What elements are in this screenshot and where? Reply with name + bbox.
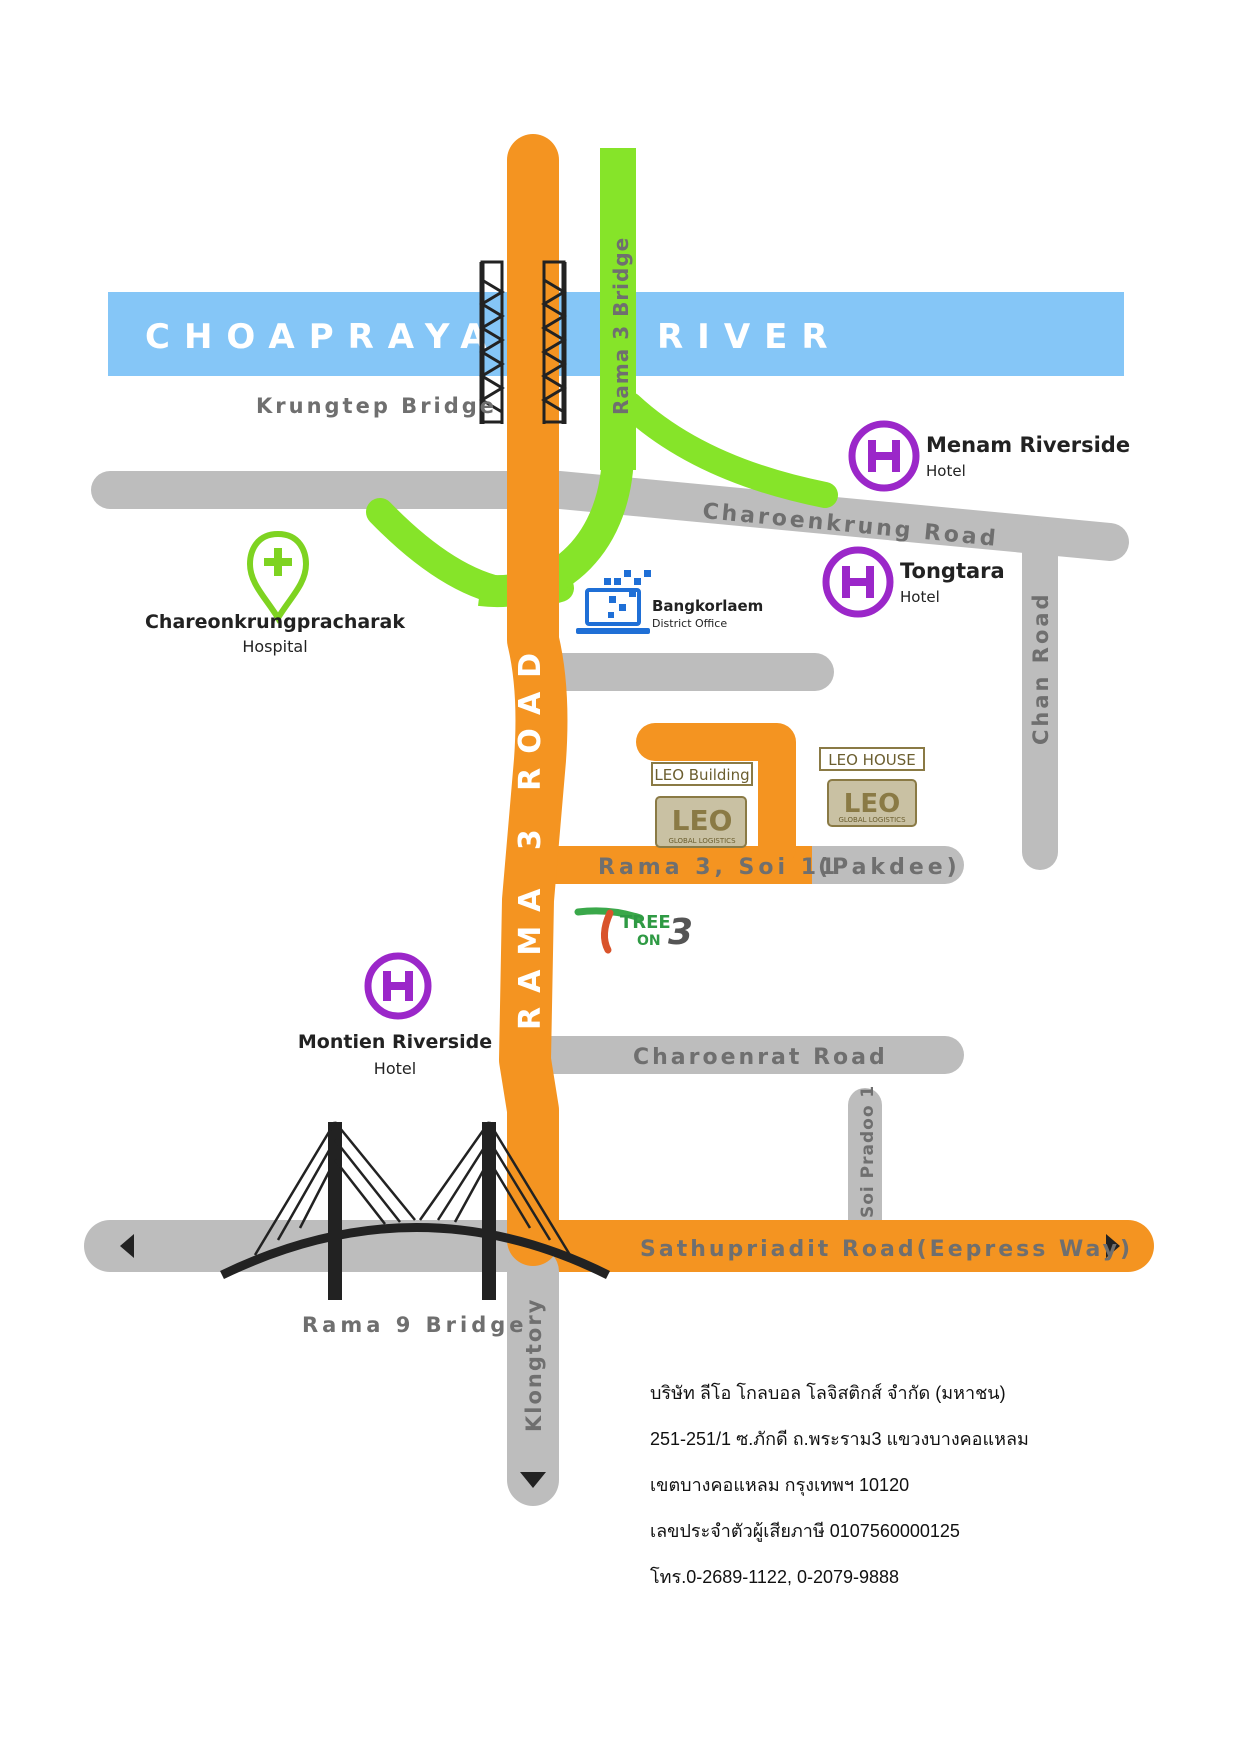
district-office-name: Bangkorlaem xyxy=(652,597,763,615)
montien-hotel-sub: Hotel xyxy=(374,1059,416,1078)
river-label-left: CHOAPRAYA xyxy=(145,317,501,357)
tree-on-3-logo: TREE ON 3 xyxy=(574,907,693,954)
hospital-pin-icon xyxy=(246,530,310,624)
rama9-bridge-label: Rama 9 Bridge xyxy=(302,1313,528,1337)
chan-road-label: Chan Road xyxy=(1029,591,1053,745)
svg-text:LEO: LEO xyxy=(672,804,733,837)
svg-text:GLOBAL LOGISTICS: GLOBAL LOGISTICS xyxy=(838,816,906,824)
address-street: 251-251/1 ซ.ภักดี ถ.พระราม3 แขวงบางคอแหล… xyxy=(650,1429,1029,1449)
menam-hotel-icon xyxy=(848,420,920,492)
montien-hotel-icon xyxy=(364,952,432,1020)
hospital-sub: Hospital xyxy=(242,637,307,656)
arrow-down-icon xyxy=(520,1472,546,1488)
svg-text:TREE: TREE xyxy=(620,912,671,933)
rama3-road xyxy=(499,134,568,1266)
rama3-bridge-label: Rama 3 Bridge xyxy=(609,237,633,415)
company-name: บริษัท ลีโอ โกลบอล โลจิสติกส์ จำกัด (มหา… xyxy=(650,1383,1006,1403)
krungtep-bridge-icon xyxy=(479,260,567,424)
rama3-road-label: RAMA 3 ROAD xyxy=(513,639,548,1030)
krungtep-bridge-label: Krungtep Bridge xyxy=(256,394,497,418)
leo-building-logo: LEO GLOBAL LOGISTICS xyxy=(655,796,747,848)
leo-building-label: LEO Building xyxy=(654,766,749,784)
river-label-right: RIVER xyxy=(657,317,842,357)
menam-hotel-sub: Hotel xyxy=(926,462,966,480)
hospital-name: Chareonkrungpracharak xyxy=(145,611,405,633)
soi-pradoo-label: Soi Pradoo 1 xyxy=(858,1085,878,1218)
leo-access-road xyxy=(636,723,796,867)
klongtory-label: Klongtory xyxy=(522,1298,546,1432)
charoenkrung-road xyxy=(91,471,1129,561)
company-address-block: บริษัท ลีโอ โกลบอล โลจิสติกส์ จำกัด (มหา… xyxy=(650,1370,1190,1600)
svg-text:GLOBAL LOGISTICS: GLOBAL LOGISTICS xyxy=(668,837,736,845)
tongtara-hotel-icon xyxy=(822,546,894,618)
svg-text:LEO: LEO xyxy=(844,789,900,819)
leo-building-label-box xyxy=(651,762,753,786)
address-district: เขตบางคอแหลม กรุงเทพฯ 10120 xyxy=(650,1475,910,1495)
tongtara-hotel-sub: Hotel xyxy=(900,588,940,606)
arrow-right-icon xyxy=(1106,1234,1120,1258)
soi11-label: Rama 3, Soi 11 xyxy=(598,855,839,880)
tongtara-hotel-name: Tongtara xyxy=(900,559,1005,583)
menam-hotel-name: Menam Riverside xyxy=(926,433,1130,457)
sathupriadit-road-label: Sathupriadit Road(Eepress Way) xyxy=(640,1237,1133,1262)
leo-house-label: LEO HOUSE xyxy=(828,751,915,769)
district-office-sub: District Office xyxy=(652,617,727,630)
arrow-left-icon xyxy=(120,1234,134,1258)
leo-house-label-box xyxy=(819,747,925,771)
svg-text:3: 3 xyxy=(668,912,693,953)
rama9-bridge-icon xyxy=(220,1121,611,1300)
montien-hotel-name: Montien Riverside xyxy=(298,1031,492,1053)
leo-house-logo: LEO GLOBAL LOGISTICS xyxy=(827,779,917,827)
phone-numbers: โทร.0-2689-1122, 0-2079-9888 xyxy=(650,1567,900,1587)
tax-id: เลขประจำตัวผู้เสียภาษี 0107560000125 xyxy=(650,1521,960,1541)
pakdee-label: (Pakdee) xyxy=(818,855,961,880)
laptop-icon xyxy=(576,570,651,634)
svg-text:ON: ON xyxy=(637,933,661,949)
rama3-bridge-ramp-east xyxy=(617,392,838,508)
charoenrat-road-label: Charoenrat Road xyxy=(633,1045,888,1070)
